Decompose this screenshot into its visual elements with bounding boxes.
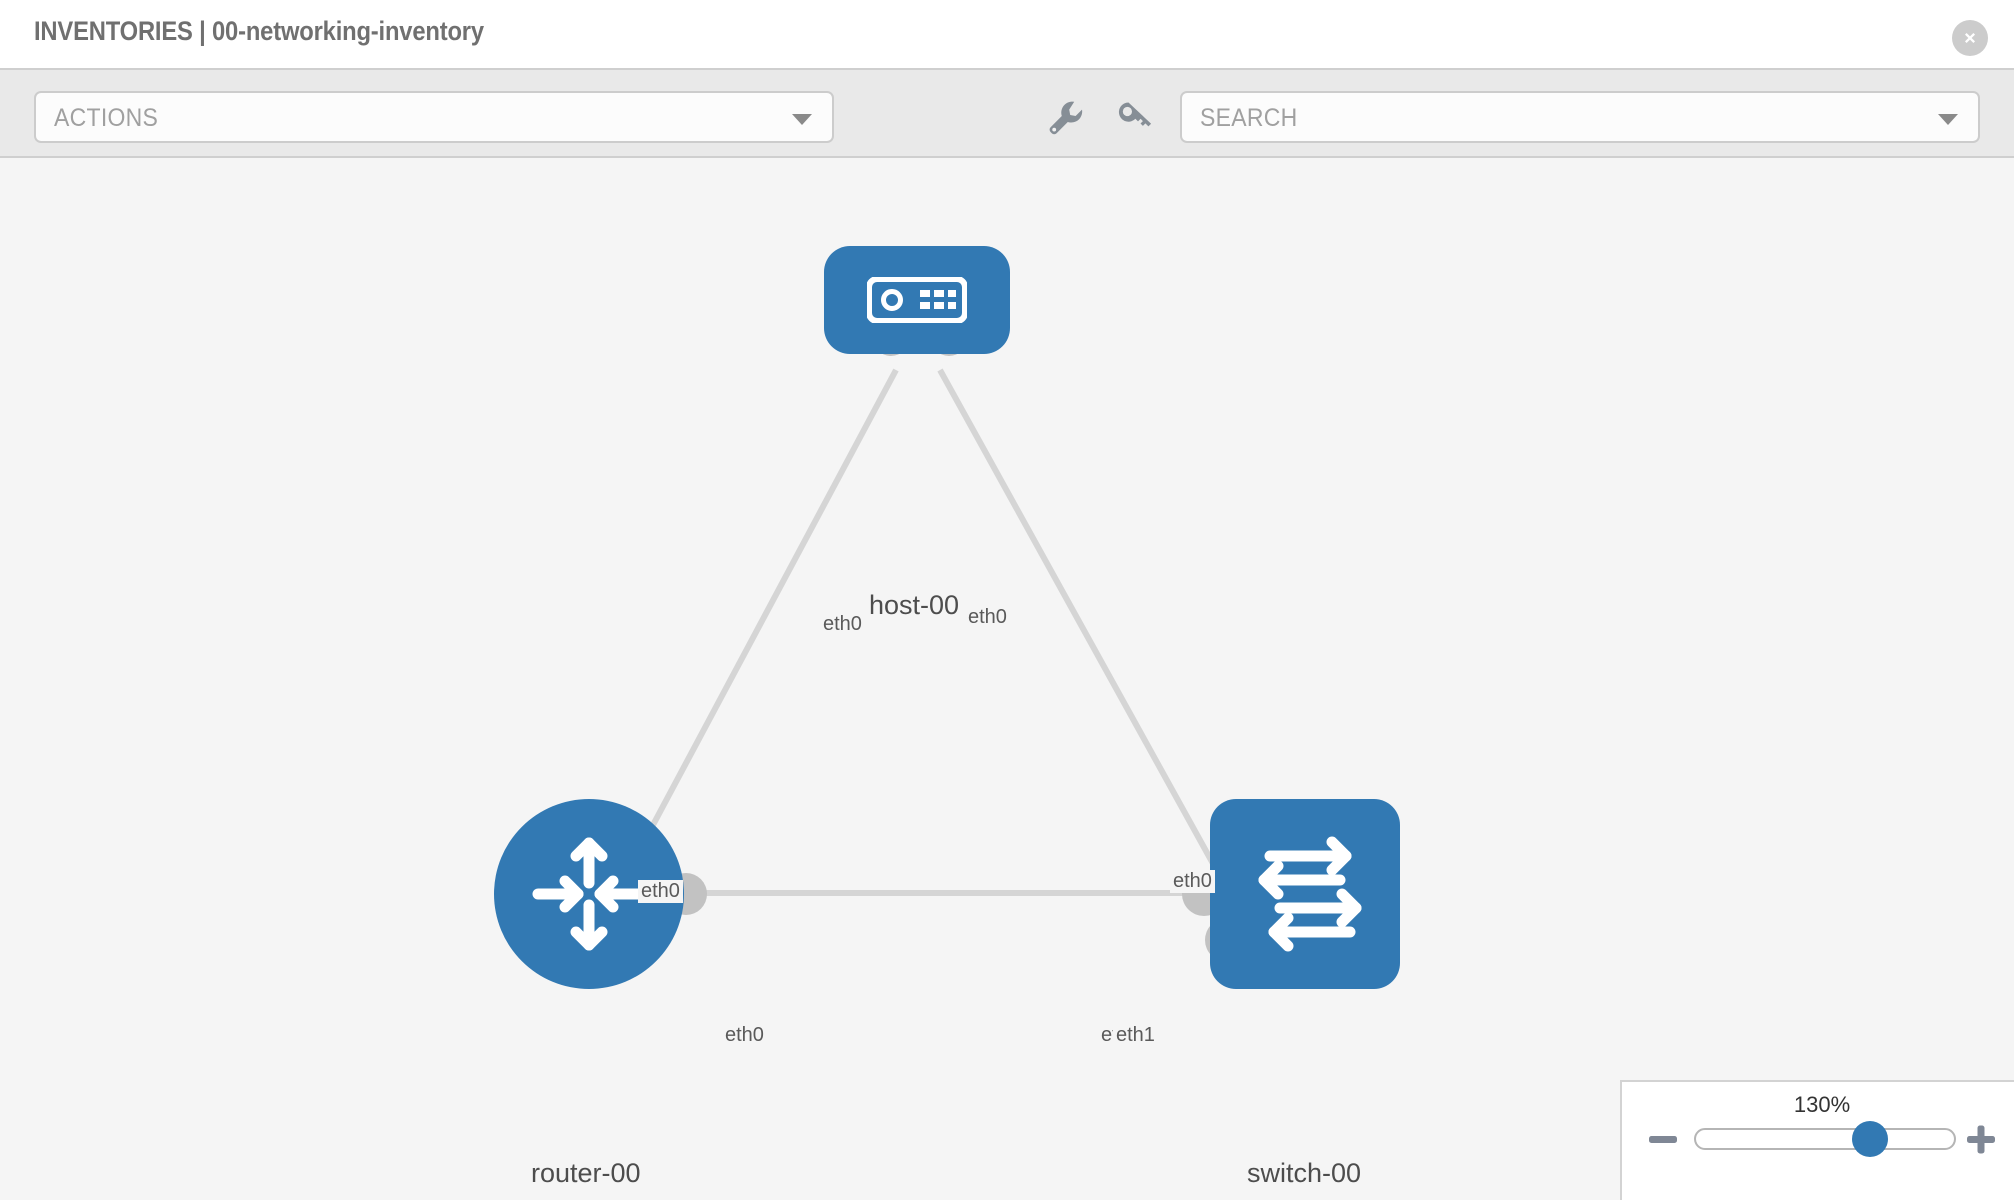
search-placeholder: SEARCH — [1200, 104, 1298, 132]
interface-label-router-00-eth0-up: eth0 — [638, 880, 683, 903]
plus-icon[interactable] — [1964, 1122, 1998, 1156]
interface-label-switch-00-eth0-up: eth0 — [1170, 870, 1215, 893]
link-host00-switch00 — [937, 368, 1235, 900]
topology-canvas[interactable]: eth0 host-00 eth0 — [0, 158, 2014, 1200]
key-icon[interactable] — [1112, 96, 1154, 138]
toolbar: ACTIONS SEARCH — [0, 68, 2014, 158]
search-input[interactable]: SEARCH — [1180, 91, 1980, 143]
interface-label-host-00-eth0-right: eth0 — [965, 606, 1010, 629]
interface-label-router-00-eth0-right: eth0 — [722, 1024, 767, 1047]
chevron-down-icon — [1938, 114, 1958, 125]
wrench-icon[interactable] — [1044, 96, 1086, 138]
node-label-router-00: router-00 — [528, 1158, 644, 1189]
page-header: INVENTORIES | 00-networking-inventory — [0, 0, 2014, 68]
switch-arrows-icon — [1258, 836, 1362, 952]
page-title: INVENTORIES | 00-networking-inventory — [34, 16, 484, 46]
node-label-switch-00: switch-00 — [1244, 1158, 1365, 1189]
close-icon[interactable] — [1952, 20, 1988, 56]
zoom-level-label: 130% — [1793, 1092, 1851, 1117]
zoom-control-panel: 130% — [1620, 1080, 2014, 1200]
link-host00-router00 — [611, 368, 899, 900]
actions-dropdown-label: ACTIONS — [54, 104, 159, 132]
topology-links — [611, 368, 1235, 900]
zoom-slider-thumb[interactable] — [1851, 1121, 1888, 1157]
node-switch-00-shape[interactable] — [1210, 799, 1400, 989]
zoom-slider-track[interactable] — [1694, 1128, 1956, 1150]
interface-label-switch-00-eth1: eth1 — [1113, 1024, 1158, 1047]
actions-dropdown[interactable]: ACTIONS — [34, 91, 834, 143]
chevron-down-icon — [792, 114, 812, 125]
minus-icon[interactable] — [1646, 1122, 1680, 1156]
node-label-host-00: host-00 — [866, 590, 963, 621]
node-host-00-shape[interactable] — [824, 246, 1010, 354]
interface-label-host-00-eth0-left: eth0 — [820, 613, 865, 636]
router-arrows-icon — [532, 837, 646, 951]
server-icon — [867, 277, 967, 323]
